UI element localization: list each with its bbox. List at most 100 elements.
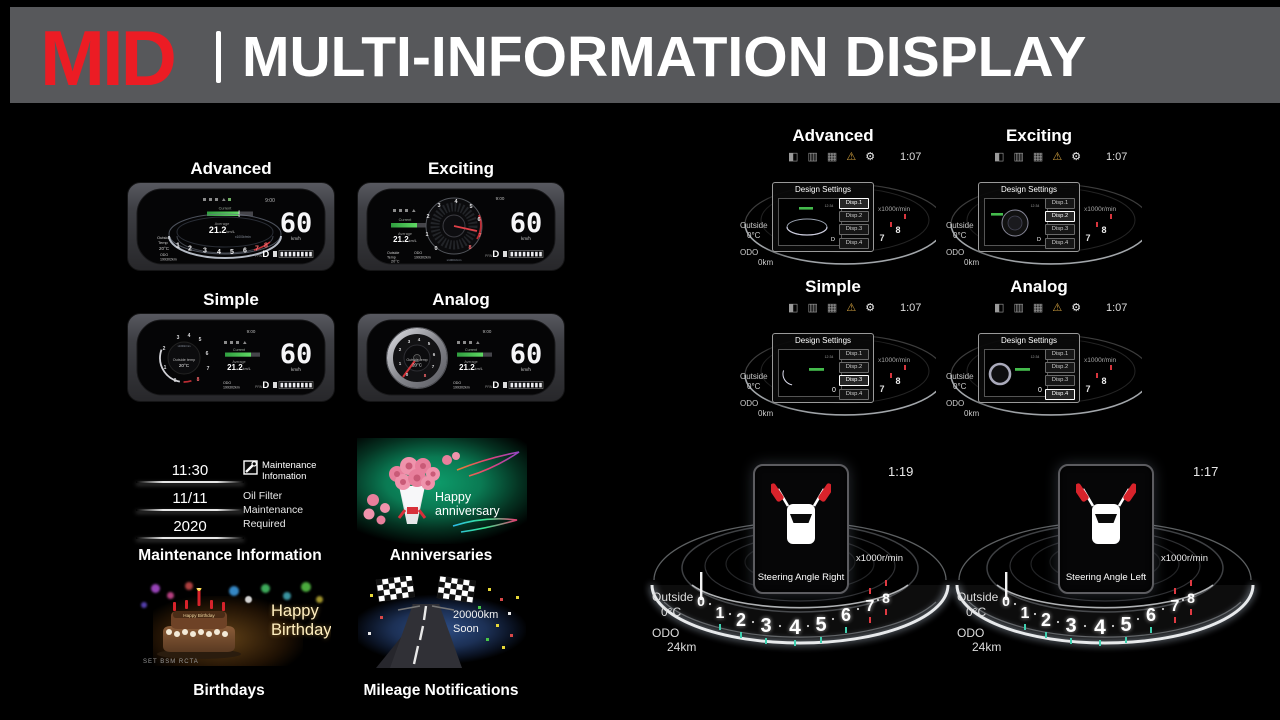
status-icons [393,209,416,212]
eco-bar [391,223,427,228]
steering-tach-unit: x1000r/min [1161,553,1208,564]
svg-text:6: 6 [841,605,851,625]
svg-text:5: 5 [230,249,234,256]
svg-text:8: 8 [197,377,200,383]
speed-unit: km/h [291,367,301,372]
panel-screen [136,188,326,265]
svg-text:Outside temp: Outside temp [406,358,427,362]
quad-outside: Outside [946,372,974,381]
svg-text:6: 6 [1146,605,1156,625]
disp-option-2[interactable]: Disp.2 [1045,362,1075,374]
disp-option-3[interactable]: Disp.3 [839,375,869,387]
tach-unit: x1000r/min [447,258,462,262]
steering-clock: 1:17 [1193,464,1219,479]
status-icons [203,198,231,201]
svg-text:0: 0 [832,387,836,394]
anniversaries-feature: Happy anniversary [357,438,527,544]
disp-option-2[interactable]: Disp.2 [839,362,869,374]
average-value: 21.2km/L [393,235,417,244]
ring-numbers: 78 [1085,376,1106,394]
svg-text:8: 8 [468,245,471,251]
svg-text:12:34: 12:34 [825,355,834,359]
svg-text:6: 6 [206,351,209,357]
disp-option-4[interactable]: Disp.4 [839,388,869,400]
svg-text:7: 7 [879,384,884,394]
svg-text:7: 7 [1085,384,1090,394]
speed-unit: km/h [291,236,301,241]
svg-text:4: 4 [454,199,458,205]
svg-text:5: 5 [469,204,472,210]
odometer: ODO 199302km [160,253,177,262]
outside-temp: Outside temp 20°C [173,358,196,368]
steering-card-label: Steering Angle Right [757,572,845,583]
svg-text:12:34: 12:34 [825,204,834,208]
panel-screen [136,319,326,396]
disp-option-4[interactable]: Disp.4 [839,237,869,249]
disp-option-4[interactable]: Disp.4 [1045,388,1075,400]
disp-option-1[interactable]: Disp.1 [1045,198,1075,209]
disp-option-1[interactable]: Disp.1 [1045,349,1075,360]
outside-temp: Outside temp 20°C [406,358,427,368]
speed-value: 60 [280,208,313,239]
label-advanced: Advanced [190,159,272,178]
outside-temp: Outside Temp 20°C [387,251,400,264]
disp-option-4[interactable]: Disp.4 [1045,237,1075,249]
current-label: Current [233,348,245,352]
quad-outside: Outside [740,221,768,230]
average-value: 21.2km/L [227,363,251,372]
svg-text:1: 1 [164,365,167,371]
clock: 9:00 [265,198,275,204]
outside-temp: Outside Temp 20°C [157,235,172,251]
average-value: 21.2km/L [459,363,483,372]
svg-text:3: 3 [177,335,180,341]
current-label: Current [465,348,477,352]
teal-ticks [719,624,847,646]
svg-text:1: 1 [176,243,180,250]
odometer: ODO 199302km [453,381,470,390]
svg-text:8: 8 [895,376,900,386]
header-bar: MID MULTI-INFORMATION DISPLAY [10,7,1280,103]
svg-text:2: 2 [736,610,746,630]
svg-text:20°C: 20°C [391,260,400,264]
svg-text:0: 0 [1002,593,1010,609]
popup-title: Design Settings [794,336,852,345]
steering-outside: Outside [652,590,694,604]
disp-option-1[interactable]: Disp.1 [839,198,869,209]
svg-text:199302km: 199302km [160,258,177,262]
svg-text:5: 5 [1120,614,1131,636]
tachometer-arc [168,213,282,259]
svg-text:5: 5 [815,614,826,636]
disp-option-1[interactable]: Disp.1 [839,349,869,360]
disp-option-2[interactable]: Disp.2 [839,211,869,223]
confetti [368,588,519,649]
roses [363,452,460,525]
svg-text:199302km: 199302km [223,386,240,390]
svg-text:6: 6 [433,352,436,357]
popup-title: Design Settings [1000,336,1058,345]
preview-analog: 0 12:34 [984,349,1048,397]
svg-text:8: 8 [895,225,900,235]
cluster-advanced: 9:00 Current Average 21.2km/L x1000r/min… [127,182,335,271]
disp-option-3[interactable]: Disp.3 [839,224,869,236]
steering-card: Steering Angle Right [753,464,849,594]
svg-text:7: 7 [478,233,481,239]
disp-option-2[interactable]: Disp.2 [1045,211,1075,223]
average-label: Average [215,221,231,226]
steering-outside-temp: 0°C [966,605,987,619]
preview-simple: 0 12:34 [778,349,842,397]
svg-text:2: 2 [163,346,166,352]
ring-tach-unit: x1000r/min [878,206,911,213]
teal-ticks [1024,624,1152,646]
disp-option-3[interactable]: Disp.3 [1045,375,1075,387]
maintenance-icon [243,460,258,475]
disp-option-3[interactable]: Disp.3 [1045,224,1075,236]
